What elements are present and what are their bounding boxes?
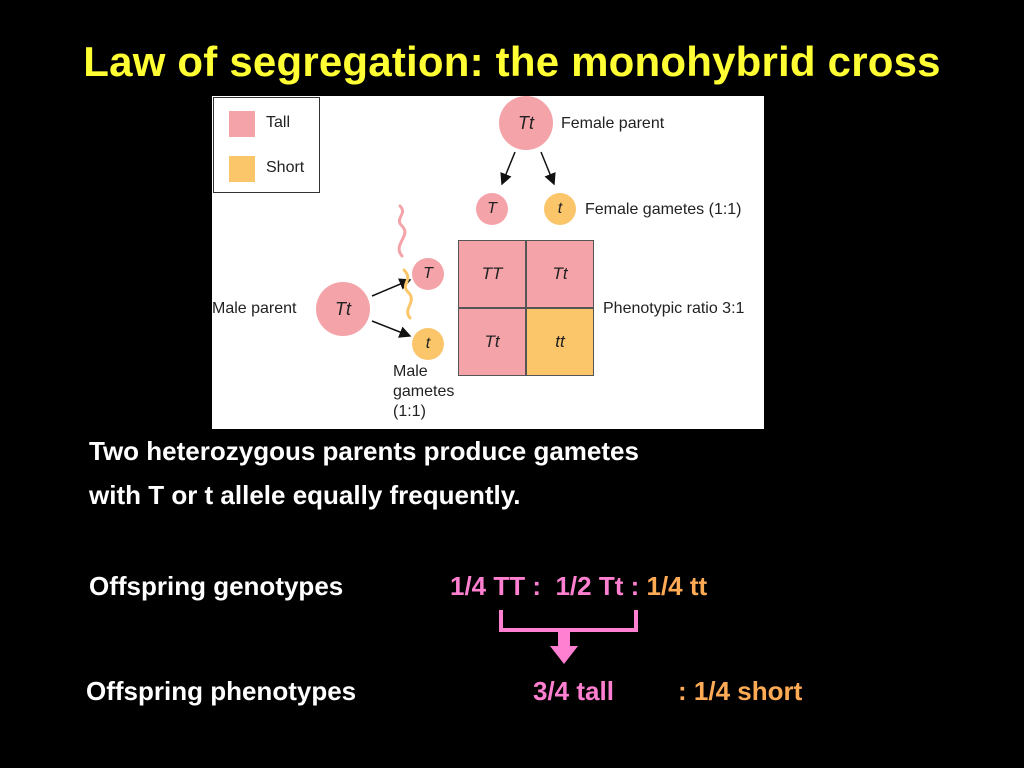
punnett-cell-tt: tt [526, 308, 594, 376]
female-gamete-t: t [544, 193, 576, 225]
female-parent-label: Female parent [561, 115, 665, 132]
offspring-genotypes-label: Offspring genotypes [89, 571, 344, 601]
genotype-ratio-tall: 1/4 TT : 1/2 Tt : [450, 571, 647, 601]
sperm-tail-t [402, 268, 413, 320]
punnett-cell-Tt-top: Tt [526, 240, 594, 308]
male-gametes-label-1: Male [393, 363, 428, 380]
phenotype-ratio-short: : 1/4 short [678, 676, 803, 706]
male-gametes-label-3: (1:1) [393, 403, 426, 420]
arrows [371, 151, 556, 338]
punnett-square: TT Tt Tt tt [458, 240, 594, 376]
female-gamete-T: T [476, 193, 508, 225]
legend-short-label: Short [266, 159, 305, 176]
punnett-cell-Tt-bottom: Tt [458, 308, 526, 376]
tall-swatch [229, 111, 255, 137]
male-gametes-label: Male gametes (1:1) [393, 362, 454, 422]
arrow-female-T [500, 151, 516, 186]
female-parent-circle: Tt [499, 96, 553, 150]
short-swatch [229, 156, 255, 182]
phenotypic-ratio-label: Phenotypic ratio 3:1 [603, 300, 745, 317]
arrow-male-t [371, 320, 412, 338]
male-gametes-label-2: gametes [393, 383, 455, 400]
arrow-female-t [540, 151, 556, 186]
monohybrid-cross-diagram: Tall Short Tt Female parent T t Female g… [212, 96, 764, 429]
genotype-ratio-short: 1/4 tt [646, 571, 708, 601]
genotype-ratio: 1/4 TT : 1/2 Tt : 1/4 tt [450, 571, 707, 602]
male-parent-label: Male parent [212, 300, 297, 317]
explanation-line-1: Two heterozygous parents produce gametes [89, 436, 639, 466]
male-gamete-T: T [412, 258, 444, 290]
legend: Tall Short [213, 97, 320, 193]
arrow-male-T [371, 278, 412, 297]
explanation-line-2: with T or t allele equally frequently. [89, 480, 521, 510]
punnett-cell-TT: TT [458, 240, 526, 308]
male-parent-circle: Tt [316, 282, 370, 336]
female-gametes-label: Female gametes (1:1) [585, 201, 742, 218]
phenotype-ratio-tall: 3/4 tall [533, 676, 614, 706]
legend-tall-label: Tall [266, 114, 291, 131]
page-title: Law of segregation: the monohybrid cross [83, 38, 941, 85]
sperm-tail-T [397, 204, 407, 258]
male-gamete-t: t [412, 328, 444, 360]
offspring-phenotypes-label: Offspring phenotypes [86, 676, 357, 706]
grouping-bracket [499, 610, 638, 664]
